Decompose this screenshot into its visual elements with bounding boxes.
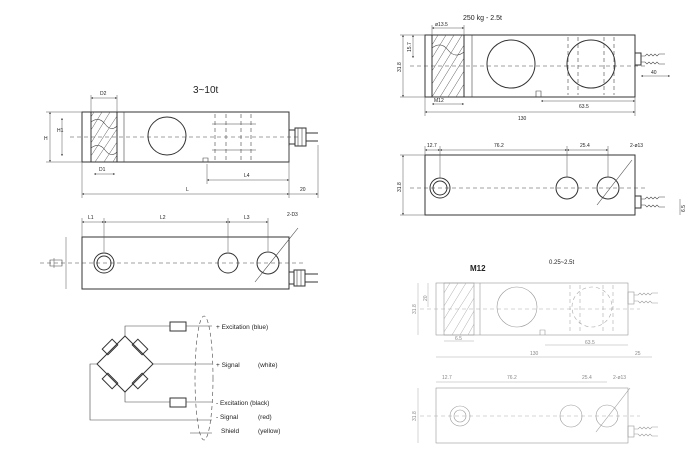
tr-top-dim-hole: 2-ø13 [630, 143, 643, 149]
top-right-cable [634, 52, 665, 66]
left-dimension-lines [46, 95, 319, 198]
left-dim-h1: H1 [57, 128, 64, 134]
left-side-view: 3~10t [44, 85, 319, 198]
left-dim-l2: L2 [160, 215, 166, 221]
br-m12-label: M12 [470, 264, 486, 273]
left-dim-20: 20 [300, 187, 306, 193]
br-top-hole-1 [449, 405, 471, 427]
br-top-hole-2 [559, 404, 583, 428]
tr-top-dim-127: 12.7 [427, 143, 437, 149]
wire-signal-plus: + Signal [216, 362, 240, 369]
br-top-dim-254: 25.4 [582, 375, 592, 381]
left-top-hole-1 [93, 252, 115, 274]
left-dim-d1: D1 [99, 167, 106, 173]
tr-top-dim-254: 25.4 [580, 143, 590, 149]
tr-dim-d13: ø13.5 [435, 22, 448, 28]
left-top-dims [49, 218, 269, 289]
br-dims [417, 283, 652, 358]
br-dim-25: 25 [635, 351, 641, 357]
left-dim-l4: L4 [244, 173, 250, 179]
tr-dim-40: 40 [651, 70, 657, 76]
br-strain-hole-2 [571, 286, 613, 328]
br-top-dim-127: 12.7 [442, 375, 452, 381]
br-top-outline [435, 387, 629, 444]
left-dim-2d3: 2-D3 [287, 212, 298, 218]
left-strain-hole [147, 116, 187, 156]
tr-top-dim-762: 76.2 [494, 143, 504, 149]
bottom-right-top-view: 12.7 76.2 25.4 2-ø13 31.8 [412, 375, 658, 444]
br-dim-65: 6.5 [455, 336, 462, 342]
left-dim-l: L [186, 187, 189, 193]
wiring-diagram: + Excitation (blue) + Signal (white) - E… [89, 315, 280, 441]
br-strain-hole-1 [496, 286, 538, 328]
top-right-top-view: 12.7 76.2 25.4 2-ø13 31.8 6.5 [397, 143, 687, 216]
br-top-dim-762: 76.2 [507, 375, 517, 381]
br-top-dim-318: 31.8 [412, 411, 418, 421]
left-title: 3~10t [193, 85, 219, 96]
br-dim-20: 20 [423, 295, 429, 301]
wire-signal-minus: - Signal [216, 414, 239, 421]
tr-dim-635: 63.5 [579, 104, 589, 110]
top-right-title: 250 kg - 2.5t [463, 15, 502, 22]
wire-shield-color: (yellow) [258, 428, 280, 435]
top-right-dims [400, 25, 670, 116]
tr-top-dim-318: 31.8 [397, 182, 403, 192]
left-top-hole-2 [217, 252, 239, 274]
br-dim-318: 31.8 [412, 304, 418, 314]
top-right-top-outline [424, 154, 636, 216]
br-top-cable [627, 425, 658, 438]
left-top-cable-gland [288, 269, 318, 287]
br-dim-130: 130 [530, 351, 539, 357]
tr-dim-h318: 31.8 [397, 62, 403, 72]
tr-dim-h157: 15.7 [407, 42, 413, 52]
bottom-right-title: 0.25~2.5t [549, 260, 575, 266]
resistor-1 [169, 321, 187, 332]
left-dim-h: H [44, 136, 48, 142]
tr-top-dim-65: 6.5 [681, 205, 687, 212]
top-right-mounting-section [431, 34, 473, 98]
wheatstone-bridge [96, 335, 154, 393]
tr-top-dims [400, 146, 681, 216]
top-right-side-view: 250 kg - 2.5t [397, 15, 670, 122]
wiring-lines [89, 315, 214, 441]
tr-dim-m12: M12 [434, 98, 444, 104]
top-right-strain-hole-2 [566, 39, 616, 89]
left-dim-d2: D2 [100, 91, 107, 97]
wire-signal-minus-color: (red) [258, 414, 272, 421]
br-top-dims [417, 381, 607, 443]
br-top-hole-3 [595, 404, 619, 428]
br-top-dim-hole: 2-ø13 [613, 375, 626, 381]
br-dim-635: 63.5 [585, 340, 595, 346]
left-dim-l1: L1 [88, 215, 94, 221]
br-cable [627, 291, 658, 305]
wire-excitation-plus: + Excitation (blue) [216, 324, 268, 331]
resistor-2 [169, 397, 187, 408]
left-top-view: L1 L2 L3 2-D3 [40, 212, 318, 290]
tr-top-cable [634, 195, 665, 209]
br-mounting-section [443, 282, 481, 336]
wire-signal-plus-color: (white) [258, 362, 278, 369]
wire-excitation-minus: - Excitation (black) [216, 400, 269, 407]
left-gauge-area [202, 114, 256, 162]
tr-dim-130: 130 [518, 116, 527, 122]
left-cable-gland [288, 127, 318, 147]
left-dim-l3: L3 [244, 215, 250, 221]
left-mounting-section [90, 111, 125, 163]
bottom-right-side-view: M12 0.25~2.5t [412, 260, 658, 358]
cable-bundle-outline [194, 315, 214, 441]
left-top-hole-3 [256, 251, 280, 275]
wire-shield: Shield [221, 428, 239, 435]
top-right-strain-hole-1 [486, 39, 536, 89]
